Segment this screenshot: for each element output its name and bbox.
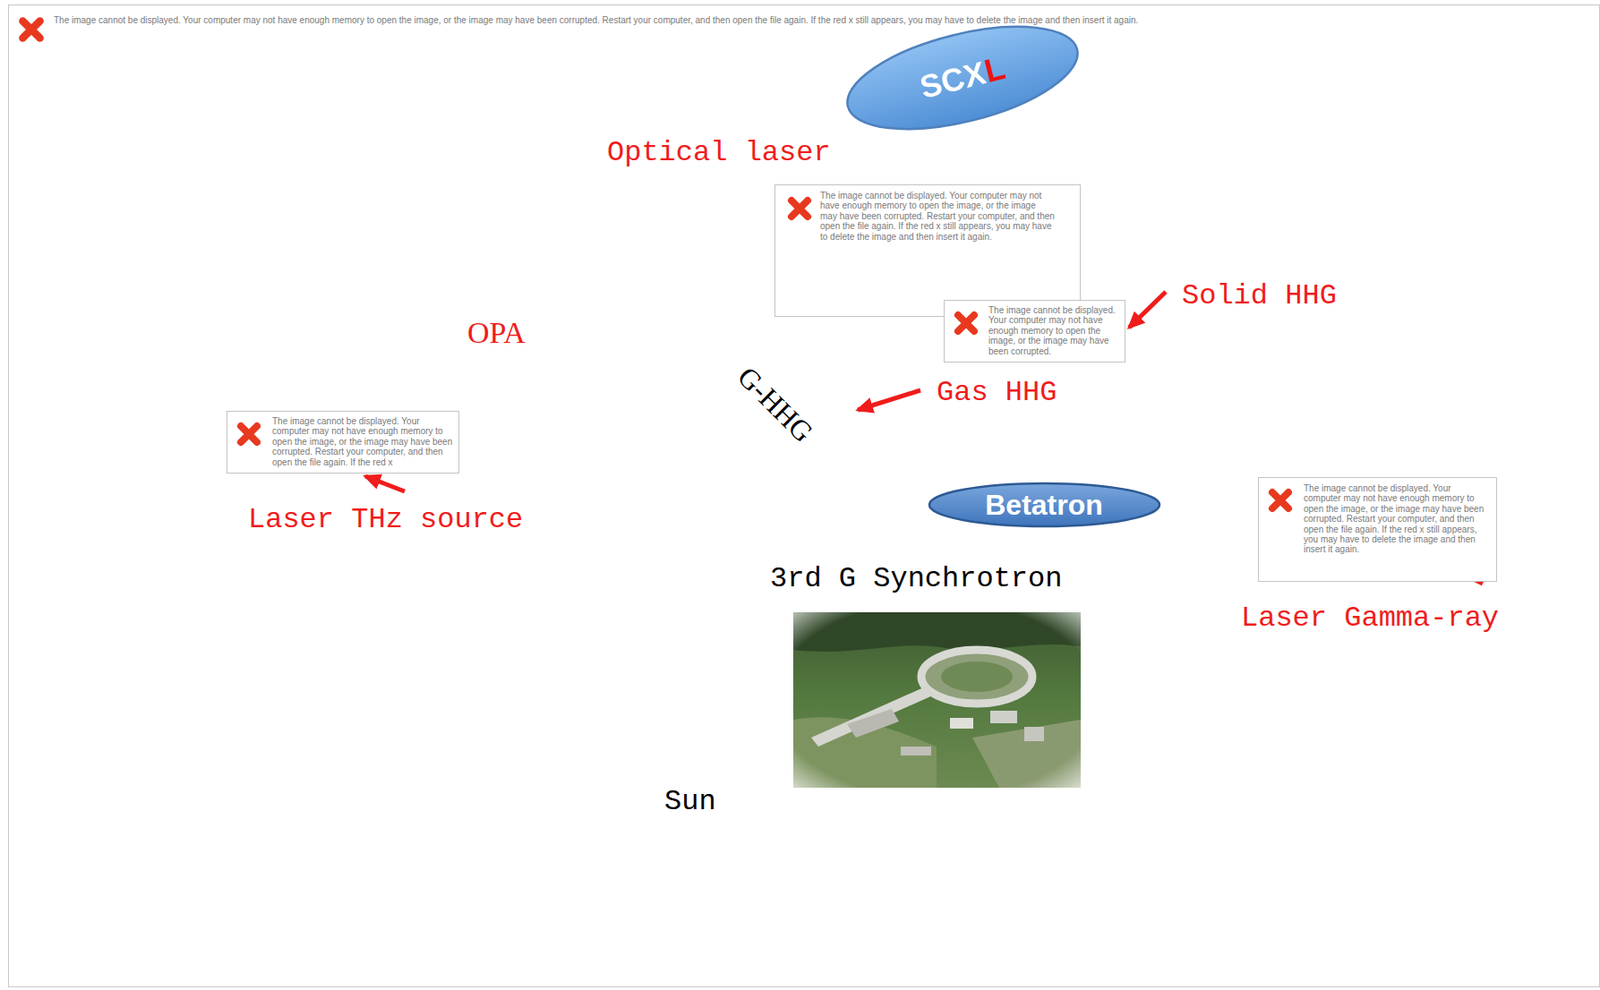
broken-image-icon	[235, 420, 263, 448]
source-label: Solid HHG	[1181, 280, 1337, 314]
facility-label: 3rd G Synchrotron	[770, 563, 1062, 597]
reference-label: Sun	[664, 786, 717, 820]
broken-image-icon	[17, 15, 46, 44]
source-label: Gas HHG	[936, 376, 1057, 411]
placeholder-message: The image cannot be displayed. Your comp…	[988, 305, 1120, 357]
source-label: OPA	[467, 315, 526, 351]
source-label: Optical laser	[607, 136, 831, 171]
image-placeholder: The image cannot be displayed. Your comp…	[1257, 477, 1498, 582]
placeholder-message: The image cannot be displayed. Your comp…	[272, 416, 455, 468]
source-label: Laser Gamma-ray	[1240, 602, 1499, 636]
betatron-ellipse: Betatron	[925, 481, 1164, 529]
ellipse-title: Betatron	[984, 488, 1104, 522]
broken-image-icon	[786, 195, 813, 223]
placeholder-message: The image cannot be displayed. Your comp…	[820, 190, 1055, 242]
image-placeholder: The image cannot be displayed. Your comp…	[774, 184, 1081, 317]
broken-image-icon	[952, 309, 980, 337]
placeholder-message: The image cannot be displayed. Your comp…	[53, 15, 1138, 26]
rotated-label: G-HHG	[731, 360, 821, 450]
leader-arrow	[857, 390, 921, 411]
synchrotron-photo	[793, 612, 1081, 788]
placeholder-message: The image cannot be displayed. Your comp…	[1303, 483, 1488, 556]
leader-arrow	[1129, 291, 1166, 328]
image-placeholder: The image cannot be displayed. Your comp…	[226, 410, 460, 474]
leader-arrow	[365, 476, 405, 492]
source-label: Laser THz source	[248, 504, 523, 538]
broken-image-icon	[1266, 487, 1294, 514]
image-placeholder: The image cannot be displayed. Your comp…	[943, 299, 1126, 363]
